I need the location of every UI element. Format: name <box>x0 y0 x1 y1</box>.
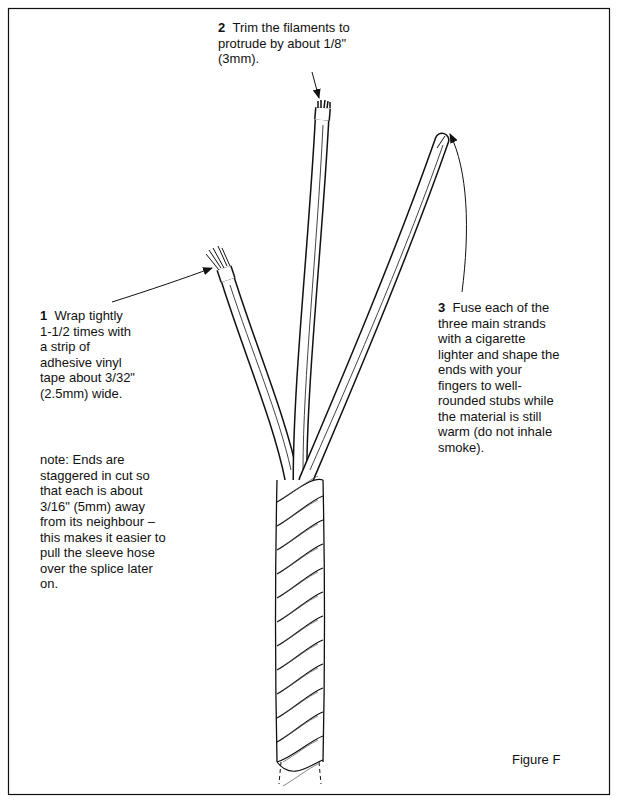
step-note: 1 Wrap tightly 1-1/2 times with a strip … <box>40 308 136 401</box>
instruction-text: Wrap tightly 1-1/2 times with a strip of… <box>40 308 135 401</box>
callout-number: 1 <box>40 308 47 323</box>
instruction-text: Fuse each of the three main strands with… <box>438 300 559 455</box>
callout-number: 2 <box>218 20 225 35</box>
callout-number: 3 <box>438 300 445 315</box>
rope-strands <box>206 100 445 480</box>
twisted-rope <box>276 476 325 786</box>
step-note: 3 Fuse each of the three main strands wi… <box>438 300 562 455</box>
instruction-text: Trim the filaments to protrude by about … <box>218 20 350 66</box>
leader-arrow <box>312 72 319 98</box>
leader-arrow <box>112 268 212 302</box>
cut-note: note: Ends are staggered in cut so that … <box>40 452 170 592</box>
step-note: 2 Trim the filaments to protrude by abou… <box>218 20 358 67</box>
leader-arrow <box>450 134 466 292</box>
instruction-text: note: Ends are staggered in cut so that … <box>40 452 166 591</box>
frame <box>9 9 610 795</box>
figure-caption: Figure F <box>512 752 560 767</box>
